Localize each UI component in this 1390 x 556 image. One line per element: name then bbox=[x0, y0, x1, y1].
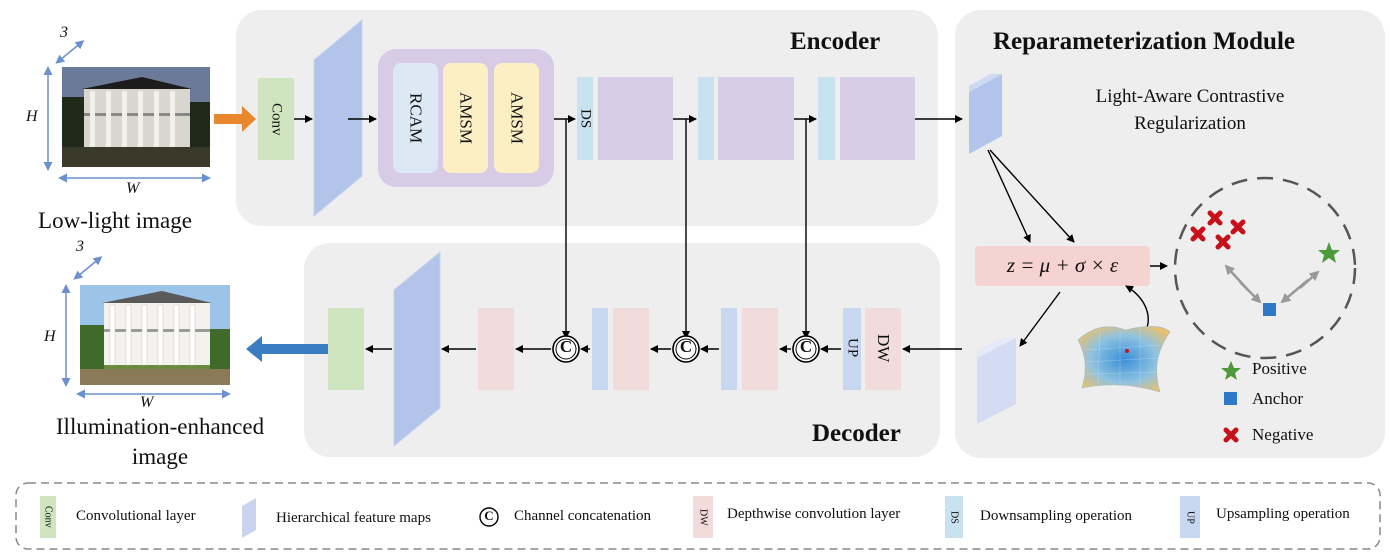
legend-concat-label: Channel concatenation bbox=[514, 508, 652, 524]
legend-feature-icon bbox=[242, 498, 256, 538]
negative-legend-icon bbox=[1223, 427, 1239, 443]
anchor-legend-label: Anchor bbox=[1252, 389, 1303, 408]
concat-nodes bbox=[552, 335, 820, 363]
positive-legend-label: Positive bbox=[1252, 359, 1307, 378]
up-label: UP bbox=[844, 338, 861, 358]
input-channels-label: 3 bbox=[60, 24, 68, 41]
decoder-up-block-2 bbox=[592, 308, 608, 390]
decoder-feature-map bbox=[393, 250, 441, 448]
encoder-feature-map bbox=[313, 18, 363, 218]
negative-legend-label: Negative bbox=[1252, 425, 1314, 444]
output-height-label: H bbox=[44, 328, 56, 345]
amsm-block-1: AMSM bbox=[443, 63, 488, 173]
concat-label-2: C bbox=[679, 337, 693, 356]
legend-ds-icon: DS bbox=[948, 510, 960, 524]
positive-legend-icon bbox=[1221, 361, 1241, 380]
legend-dw-label: Depthwise convolution layer bbox=[727, 506, 901, 522]
output-dimension-markers bbox=[61, 256, 231, 399]
skip-connections bbox=[562, 119, 810, 339]
gaussian-surface-plot bbox=[1077, 326, 1171, 393]
concat-label-3: C bbox=[799, 337, 813, 356]
negative-points bbox=[1190, 210, 1246, 250]
enhanced-house-picture bbox=[80, 285, 230, 385]
dw-block bbox=[865, 308, 901, 390]
reparameterization-equation-box bbox=[975, 246, 1150, 286]
decoder-dw-block-1 bbox=[742, 308, 778, 390]
illumination-enhanced-image bbox=[80, 285, 230, 385]
encoder-title: Encoder bbox=[790, 28, 881, 55]
legend-feature-label: Hierarchical feature maps bbox=[276, 510, 431, 526]
output-caption-line2: image bbox=[131, 444, 189, 469]
up-block bbox=[843, 308, 861, 390]
conv-label: Conv bbox=[268, 102, 285, 136]
rcam-label: RCAM bbox=[406, 92, 426, 144]
input-caption: Low-light image bbox=[38, 208, 192, 233]
latent-output-feature-map bbox=[977, 338, 1016, 424]
input-height-label: H bbox=[26, 108, 38, 125]
output-channels-label: 3 bbox=[76, 238, 84, 255]
amsm-label-2: AMSM bbox=[507, 92, 527, 144]
anchor-legend-icon bbox=[1224, 392, 1237, 405]
decoder-up-block-1 bbox=[721, 308, 737, 390]
encoder-ds-2 bbox=[698, 77, 714, 160]
input-width-label: W bbox=[126, 180, 140, 197]
lacr-title-line2: Regularization bbox=[1134, 113, 1246, 134]
anchor-point bbox=[1263, 303, 1276, 316]
decoder-dw-block-2 bbox=[613, 308, 649, 390]
legend-conv-label: Convolutional layer bbox=[76, 508, 196, 524]
amsm-block-2: AMSM bbox=[494, 63, 539, 173]
decoder-title: Decoder bbox=[812, 420, 901, 447]
decoder-dw-block-3 bbox=[478, 308, 514, 390]
legend-dw-icon: DW bbox=[697, 508, 709, 526]
lacr-title-line1: Light-Aware Contrastive bbox=[1095, 86, 1285, 107]
ds-block bbox=[577, 77, 593, 160]
input-arrow bbox=[214, 106, 256, 132]
legend-concat-icon bbox=[479, 507, 499, 527]
encoder-stage-2 bbox=[718, 77, 794, 160]
reparameterization-title: Reparameterization Module bbox=[993, 28, 1296, 55]
concat-label-1: C bbox=[559, 337, 573, 356]
encoder-ds-3 bbox=[818, 77, 835, 160]
dw-label-box: DW bbox=[865, 320, 901, 376]
legend-up-label: Upsampling operation bbox=[1216, 506, 1350, 522]
legend-up-icon: UP bbox=[1184, 510, 1196, 524]
legend-ds-label: Downsampling operation bbox=[980, 508, 1133, 524]
reparameterization-equation: z = μ + σ × ε bbox=[1006, 253, 1119, 277]
encoder-stage-3 bbox=[840, 77, 915, 160]
conv-block: Conv bbox=[258, 78, 294, 160]
amsm-label-1: AMSM bbox=[456, 92, 476, 144]
up-label-box: UP bbox=[843, 320, 861, 376]
output-caption-line1: Illumination-enhanced bbox=[55, 414, 265, 439]
encoder-stage-1 bbox=[598, 77, 673, 160]
output-width-label: W bbox=[140, 394, 154, 411]
contrastive-arrows bbox=[1224, 264, 1320, 304]
output-arrow bbox=[246, 336, 328, 362]
legend-concat-letter: C bbox=[484, 508, 494, 523]
low-light-house-picture bbox=[62, 67, 210, 167]
ds-label: DS bbox=[577, 109, 594, 129]
dw-label: DW bbox=[874, 333, 893, 363]
ds-label-box: DS bbox=[577, 95, 594, 143]
rcam-block: RCAM bbox=[393, 63, 438, 173]
input-dimension-markers bbox=[43, 40, 211, 183]
decoder-conv-block bbox=[328, 308, 364, 390]
latent-input-feature-map bbox=[969, 74, 1002, 154]
low-light-image bbox=[62, 67, 210, 167]
positive-point bbox=[1318, 242, 1340, 263]
contrastive-space-circle bbox=[1173, 176, 1357, 360]
legend-conv-icon: Conv bbox=[42, 506, 54, 528]
